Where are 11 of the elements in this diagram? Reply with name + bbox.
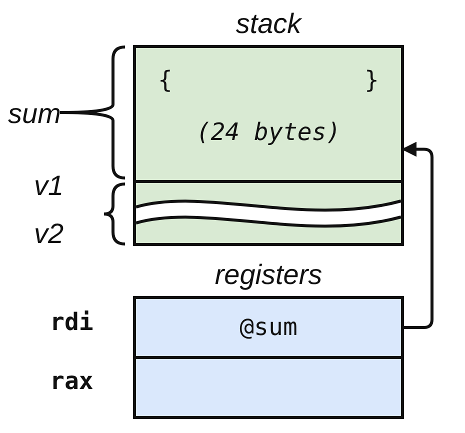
- brace-text: }: [364, 66, 379, 94]
- variable-label: v1: [34, 170, 64, 202]
- value-text: @sum: [238, 313, 298, 341]
- register-name: rax: [50, 367, 94, 395]
- size-text: (24 bytes): [195, 118, 342, 146]
- brace-text: {: [158, 66, 172, 94]
- register-name: rdi: [50, 308, 94, 336]
- heading: registers: [214, 259, 324, 291]
- variable-label: v2: [34, 218, 64, 250]
- heading: stack: [234, 8, 304, 40]
- variable-label: sum: [8, 98, 61, 130]
